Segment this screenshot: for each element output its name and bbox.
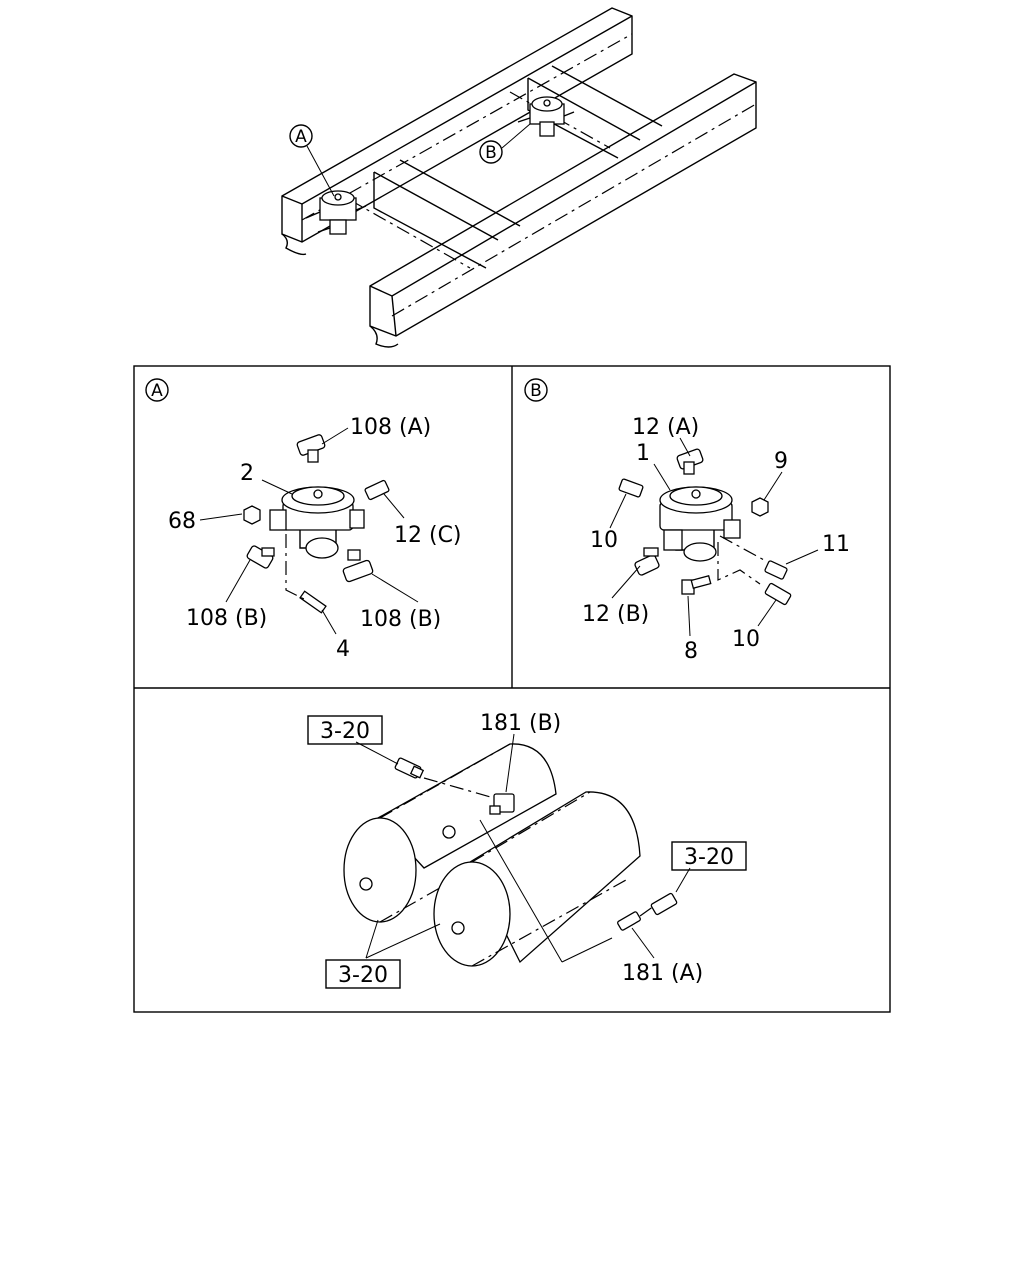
panel-a-marker: A [145,378,169,402]
nut-68 [243,505,261,525]
ref-box-top-left[interactable]: 3-20 [307,715,383,745]
fitting-181b [489,793,515,815]
label-181a: 181 (A) [622,961,703,986]
svg-text:3-20: 3-20 [684,845,734,870]
fitting-108a [296,434,326,463]
air-tank-rear [343,743,557,923]
label-1: 1 [636,441,650,466]
valve-b-on-frame [517,96,575,137]
chassis-frame-overview: A B [281,7,757,348]
fitting-10-left [618,478,644,498]
valve-a-on-frame [305,190,367,235]
svg-text:3-20: 3-20 [338,963,388,988]
callout-b[interactable]: B [479,123,531,164]
svg-text:A: A [151,381,163,401]
cross-member-front [349,159,521,269]
fitting-top-left [394,757,425,779]
air-tank-front [433,791,641,967]
label-108b-left: 108 (B) [186,606,267,631]
plug-fitting [442,825,456,839]
ref-box-right[interactable]: 3-20 [671,841,747,871]
svg-text:B: B [485,143,497,163]
ref-box-bottom-left[interactable]: 3-20 [325,959,401,989]
near-frame-rail [369,73,757,348]
label-108a: 108 (A) [350,415,431,440]
panel-b-leaders [609,437,819,637]
fitting-12c [364,479,390,501]
panel-b: B [524,378,850,664]
label-9: 9 [774,449,788,474]
fitting-181a [617,892,678,931]
bolt-4 [299,590,327,614]
svg-text:A: A [295,127,307,147]
label-12b: 12 (B) [582,602,649,627]
label-181b: 181 (B) [480,711,561,736]
fitting-108b-left [246,545,275,569]
label-12a: 12 (A) [632,415,699,440]
panel-b-marker: B [524,378,548,402]
panel-c: 3-20 181 (B) 3-20 3-20 181 (A) [307,711,747,989]
label-68: 68 [168,509,196,534]
nut-9 [751,497,769,517]
fitting-108b-right [342,549,374,583]
panel-a: A [145,378,462,662]
relay-valve-b [659,486,741,562]
fitting-10-right [764,582,792,606]
label-8: 8 [684,639,698,664]
fitting-12a [676,448,704,475]
svg-text:3-20: 3-20 [320,719,370,744]
label-4: 4 [336,637,350,662]
panel-c-leaders [355,733,691,963]
panel-a-leaders [199,427,419,635]
label-10-left: 10 [590,528,618,553]
label-12c: 12 (C) [394,523,462,548]
callout-a[interactable]: A [289,124,335,197]
label-11: 11 [822,532,850,557]
label-10-right: 10 [732,627,760,652]
label-108b-right: 108 (B) [360,607,441,632]
svg-text:B: B [530,381,542,401]
fitting-12b [634,547,660,576]
label-2: 2 [240,461,254,486]
relay-valve-a [269,486,365,559]
fitting-11 [764,560,788,580]
far-frame-rail [281,7,633,256]
bolt-8 [681,575,712,595]
detail-panels-frame [133,365,891,1013]
